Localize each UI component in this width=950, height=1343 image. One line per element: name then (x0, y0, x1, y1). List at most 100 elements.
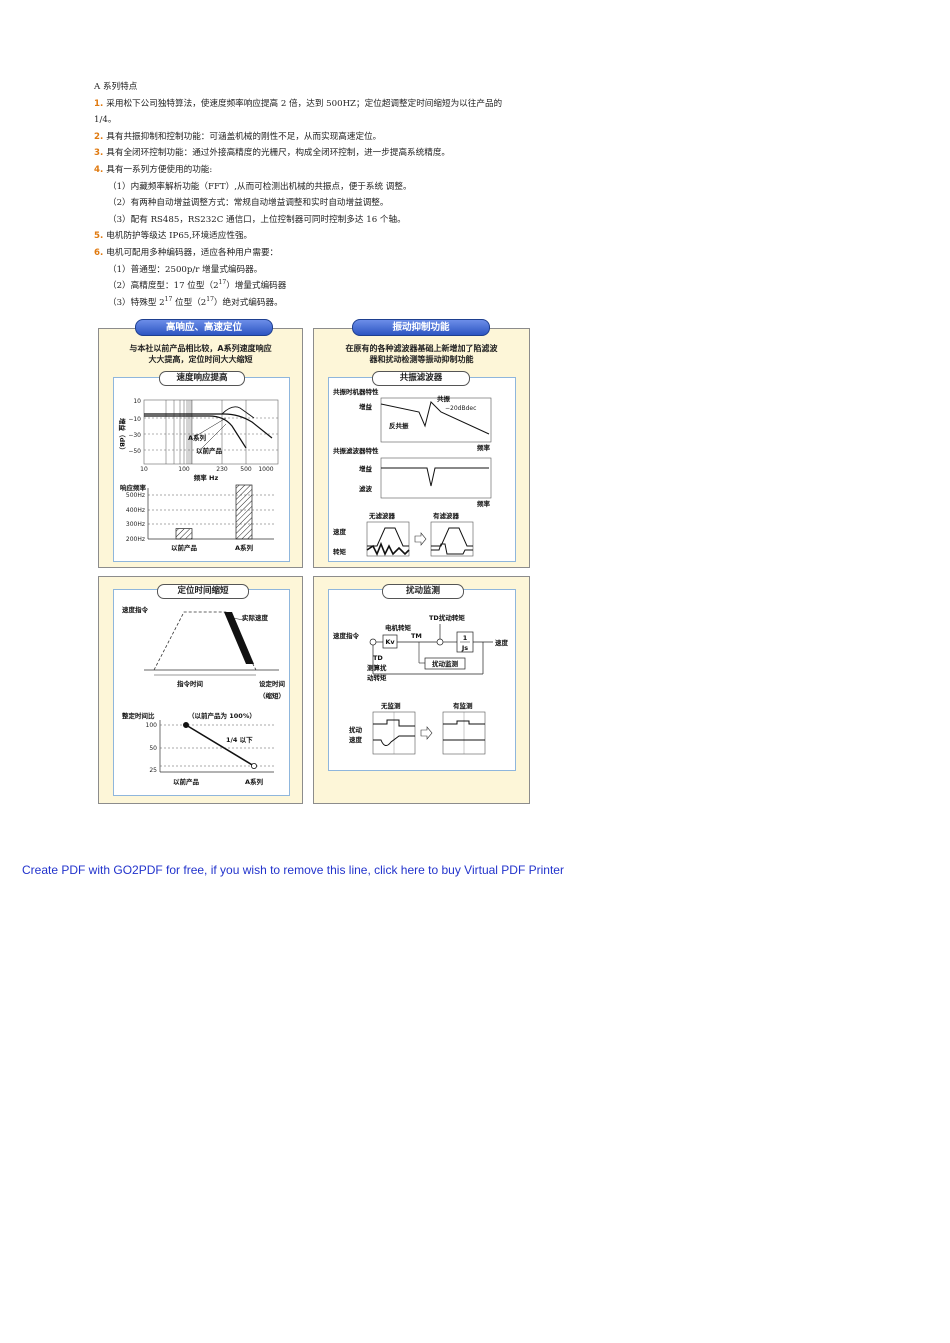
item-text: 具有一系列方便使用的功能: (106, 164, 213, 175)
x-tick: 10 (140, 466, 148, 473)
dist-label-1: 扰动 (349, 725, 363, 734)
pdf-footer-link[interactable]: Create PDF with GO2PDF for free, if you … (22, 863, 564, 877)
list-item-4: 4.具有一系列方便使用的功能: (94, 162, 554, 179)
x-tick: 1000 (258, 466, 273, 473)
js-numerator: 1 (463, 634, 468, 642)
bar-category: 以前产品 (171, 543, 198, 552)
desc-line: 器和扰动检测等振动抑制功能 (369, 355, 474, 364)
td-label: TD (373, 654, 383, 662)
desc-line: 在原有的各种滤波器基础上新增加了陷滤波 (345, 344, 498, 353)
superscript: 17 (206, 295, 214, 303)
dist-label-2: 速度 (349, 735, 363, 744)
no-filter-label: 无滤波器 (368, 511, 396, 520)
filter-gain-label: 增益 (359, 464, 373, 473)
freq-label: 频率 (477, 443, 491, 452)
right-description: 在原有的各种滤波器基础上新增加了陷滤波 器和扰动检测等振动抑制功能 (314, 343, 529, 365)
list-item-3: 3.具有全闭环控制功能：通过外接高精度的光栅尺，构成全闭环控制，进一步提高系统精… (94, 145, 554, 162)
item-number: 2. (94, 131, 104, 142)
panel-disturbance-monitor: TD扰动转矩 电机转矩 速度指令 Kv TM 1 Js 速度 (313, 576, 530, 804)
response-bar (235, 484, 253, 540)
panel-high-response: 与本社以前产品相比较，A系列速度响应 大大提高，定位时间大大缩短 (98, 328, 303, 568)
item-text: 采用松下公司独特算法，使速度频率响应提高 2 倍，达到 500HZ；定位超调整定… (106, 98, 503, 109)
item-number: 5. (94, 231, 104, 242)
bar-tick: 200Hz (126, 536, 145, 543)
item-text: 具有共振抑制和控制功能：可涵盖机械的刚性不足，从而实现高速定位。 (106, 131, 382, 142)
estimate-label-2: 动转矩 (367, 673, 387, 682)
y-tick: −10 (128, 416, 141, 423)
kv-label: Kv (385, 638, 395, 646)
section-resonance-filter: 共振滤波器 (372, 371, 470, 386)
bar-category: A系列 (235, 543, 254, 552)
doc-heading: A 系列特点 (94, 82, 138, 92)
list-item-5: 5.电机防护等级达 IP65,环境适应性强。 (94, 228, 554, 245)
prev-product-curve (144, 415, 247, 449)
sub-item-6-3: （3）特殊型 217 位型（217）绝对式编码器。 (94, 295, 554, 312)
text: ）绝对式编码器。 (213, 297, 283, 308)
positioning-plot: 速度指令 实际速度 指令时间 设定时间 （缩短） 整定时间比 （以前产品为 10… (113, 589, 290, 796)
kv-block (382, 634, 398, 649)
with-filter-label: 有滤波器 (433, 511, 460, 520)
ratio-category: A系列 (245, 777, 264, 786)
resonance-filter-svg: 共振时机器特性 增益 反共振 共振 −20dBdec 频率 共振滤波器特性 增益… (333, 387, 492, 557)
speed-response-svg: 10 −10 −30 −50 增益（dB） 10 100 230 500 100… (118, 398, 279, 552)
sub-item-4-2: （2）有两种自动增益调整方式：常规自动增益调整和实时自动增益调整。 (108, 198, 389, 209)
quarter-label: 1/4 以下 (226, 736, 253, 744)
label-prev-product: 以前产品 (196, 446, 223, 455)
machine-curve (380, 401, 490, 435)
label-a-series: A系列 (188, 433, 207, 442)
filter-curve (381, 467, 489, 487)
shorten-label: （缩短） (259, 691, 285, 700)
panel-positioning-time: 速度指令 实际速度 指令时间 设定时间 （缩短） 整定时间比 （以前产品为 10… (98, 576, 303, 804)
superscript: 17 (218, 279, 227, 287)
section-positioning-time: 定位时间缩短 (157, 584, 249, 599)
list-item-1: 1.采用松下公司独特算法，使速度频率响应提高 2 倍，达到 500HZ；定位超调… (94, 96, 554, 113)
sub-item-6-1: （1）普通型：2500p/r 增量式编码器。 (108, 264, 263, 275)
positioning-svg: 速度指令 实际速度 指令时间 设定时间 （缩短） 整定时间比 （以前产品为 10… (122, 605, 286, 786)
bar-chart-label: 响应频率 (120, 483, 147, 492)
speed-cmd-label: 速度指令 (333, 631, 360, 640)
ratio-point (250, 762, 257, 769)
list-item-2: 2.具有共振抑制和控制功能：可涵盖机械的刚性不足，从而实现高速定位。 (94, 129, 554, 146)
sub-item-4-1: （1）内藏频率解析功能（FFT）,从而可检测出机械的共振点，便于系统 调整。 (108, 181, 412, 192)
item-number: 1. (94, 98, 104, 109)
js-denominator: Js (461, 644, 468, 652)
anti-resonance-label: 反共振 (389, 421, 409, 430)
y-tick: 10 (133, 398, 141, 405)
section-speed-response: 速度响应提高 (159, 371, 245, 386)
torque-label: 转矩 (333, 547, 347, 556)
ratio-tick: 100 (146, 722, 158, 729)
title-vibration-suppression: 振动抑制功能 (352, 319, 490, 336)
superscript: 17 (164, 295, 173, 303)
ratio-point (183, 721, 190, 728)
bar-tick: 500Hz (126, 492, 145, 499)
motor-torque-label: 电机转矩 (385, 623, 412, 632)
tm-label: TM (411, 632, 422, 640)
with-detect-label: 有监测 (453, 701, 473, 710)
item-number: 4. (94, 164, 104, 175)
text: ）增量式编码器 (226, 281, 287, 292)
desc-line: 大大提高，定位时间大大缩短 (148, 355, 253, 364)
estimate-label-1: 测算扰 (367, 663, 387, 672)
x-tick: 500 (240, 466, 252, 473)
y-tick: −50 (128, 448, 141, 455)
feature-figure: 与本社以前产品相比较，A系列速度响应 大大提高，定位时间大大缩短 (98, 318, 530, 806)
speed-label: 速度 (333, 527, 347, 536)
a-series-curve (144, 413, 273, 439)
x-tick: 100 (178, 466, 190, 473)
title-high-response: 高响应、高速定位 (135, 319, 273, 336)
ratio-label: 整定时间比 (122, 711, 155, 720)
ratio-line (185, 724, 255, 767)
arrow-icon (414, 532, 427, 546)
disturbance-svg: TD扰动转矩 电机转矩 速度指令 Kv TM 1 Js 速度 (333, 613, 509, 755)
text: （2）高精度型：17 位型（2 (108, 281, 219, 292)
text: 位型（2 (172, 297, 207, 308)
actual-speed-label: 实际速度 (242, 613, 269, 622)
y-tick: −30 (128, 432, 141, 439)
response-bar (175, 528, 193, 540)
item-number: 3. (94, 148, 104, 159)
sub-item-6-2: （2）高精度型：17 位型（217）增量式编码器 (94, 278, 554, 295)
item-text: 具有全闭环控制功能：通过外接高精度的光栅尺，构成全闭环控制，进一步提高系统精度。 (106, 148, 451, 159)
list-item-1-cont: 1/4。 (94, 112, 554, 129)
desc-line: 与本社以前产品相比较，A系列速度响应 (129, 344, 272, 353)
resonance-peak-label: 共振 (437, 394, 451, 403)
